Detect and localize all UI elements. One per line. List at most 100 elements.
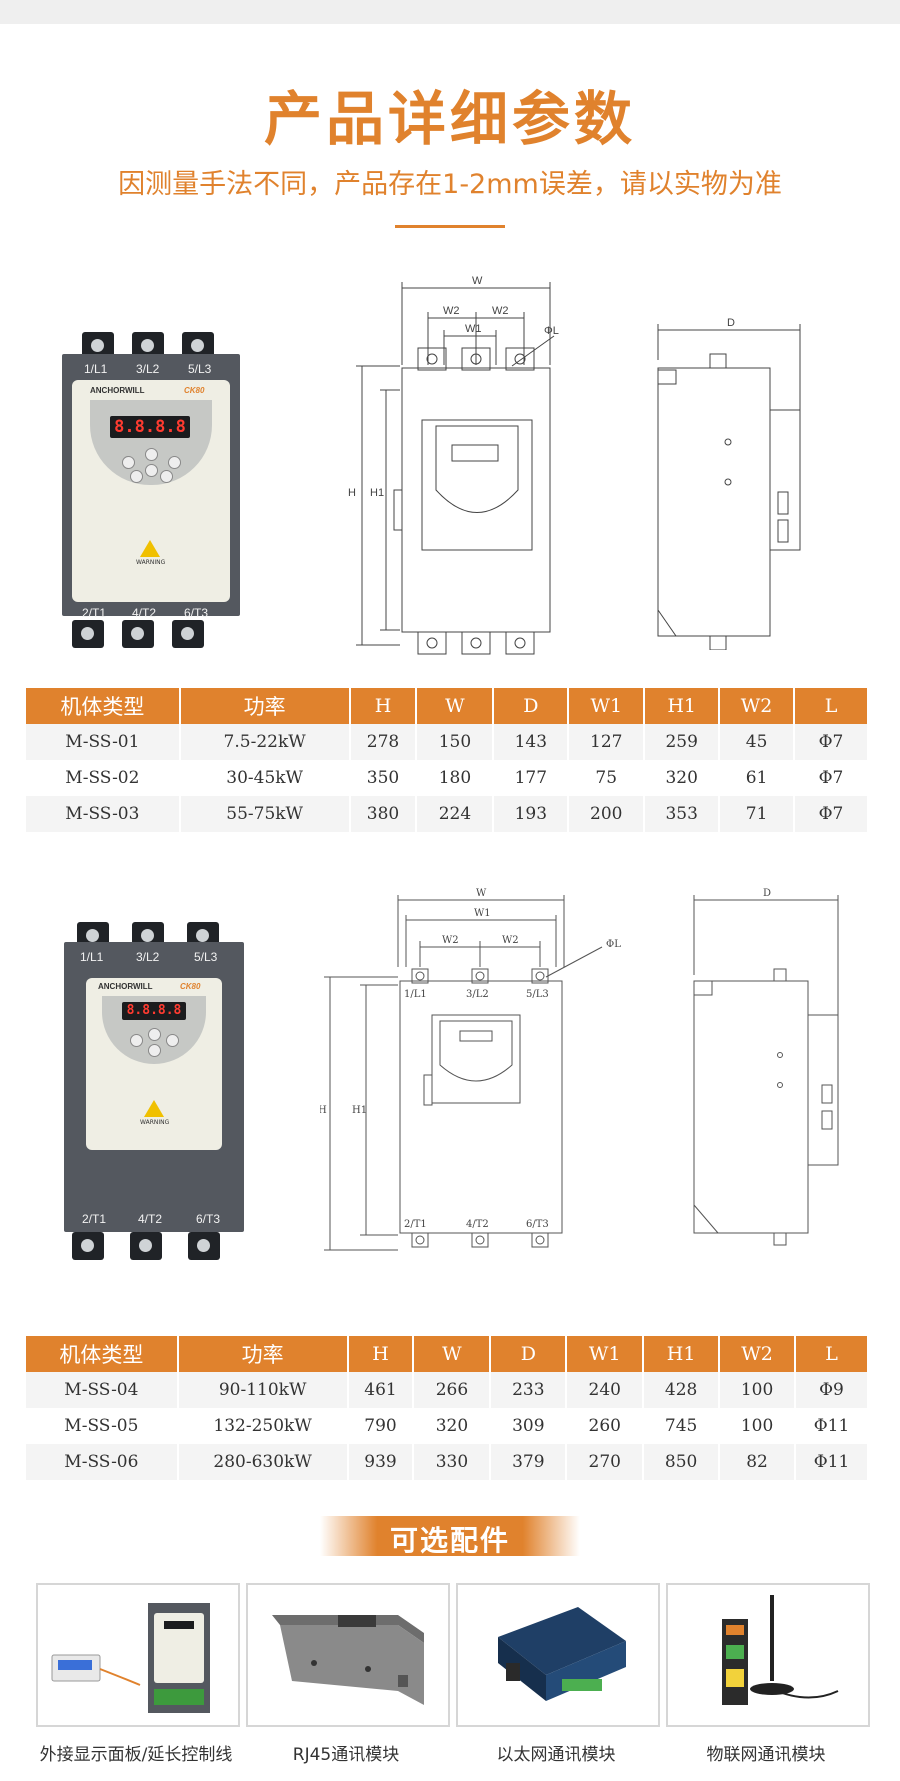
cell-h1: 259 — [644, 724, 721, 760]
title-divider — [395, 225, 505, 228]
cell-w2: 100 — [719, 1408, 796, 1444]
model-name: CK80 — [184, 386, 205, 395]
product-photo-small: 1/L1 3/L2 5/L3 ANCHORWILL CK80 8.8.8.8 W… — [60, 330, 245, 648]
accessory-card-rj45 — [246, 1583, 450, 1727]
side-dimension-drawing: D — [650, 310, 810, 650]
cell-w1: 240 — [566, 1372, 645, 1408]
header-power: 功率 — [179, 688, 351, 724]
cell-w1: 200 — [568, 796, 646, 832]
header-w2: W2 — [719, 1336, 796, 1372]
dim-w2: W2 — [502, 935, 519, 946]
terminal-label: 1/L1 — [84, 362, 108, 376]
mode-key — [122, 456, 135, 469]
cell-h1: 428 — [643, 1372, 721, 1408]
header-model: 机体类型 — [26, 1336, 179, 1372]
dim-d: D — [763, 888, 771, 899]
front-dimension-drawing-large: W W1 W2 W2 ΦL H H1 1/L1 3/L2 5/L3 2/T1 4… — [320, 885, 640, 1265]
terminal-label: 5/L3 — [194, 950, 218, 964]
dim-w1: W1 — [474, 908, 491, 919]
cell-d: 143 — [493, 724, 570, 760]
terminal-block — [188, 1232, 220, 1260]
cell-w2: 82 — [719, 1444, 796, 1480]
cell-w1: 127 — [568, 724, 646, 760]
terminal-label: 5/L3 — [526, 989, 549, 1000]
external-panel-image — [51, 1603, 210, 1713]
accessory-label: 外接显示面板/延长控制线 — [39, 1745, 233, 1765]
model-name: CK80 — [180, 982, 201, 991]
terminal-label: 3/L2 — [136, 950, 160, 964]
run-key — [130, 470, 143, 483]
header-w1: W1 — [568, 688, 646, 724]
terminal-block — [72, 620, 104, 648]
header-h: H — [349, 688, 418, 724]
dim-w2: W2 — [442, 935, 459, 946]
header-w2: W2 — [719, 688, 796, 724]
accessory-card-display-panel — [36, 1583, 240, 1727]
cell-w: 320 — [413, 1408, 492, 1444]
accessory-card-ethernet — [456, 1583, 660, 1727]
up-key — [145, 448, 158, 461]
cell-l: Φ7 — [794, 760, 869, 796]
down-key — [148, 1044, 161, 1057]
terminal-block — [130, 1232, 162, 1260]
terminal-label: 2/T1 — [82, 1212, 107, 1226]
iot-module-image — [722, 1595, 839, 1705]
warning-text: WARNING — [136, 559, 166, 566]
accessory-label: 物联网通讯模块 — [706, 1745, 826, 1765]
terminal-label: 4/T2 — [132, 606, 157, 620]
accessory-label: RJ45通讯模块 — [292, 1745, 400, 1765]
cell-h: 939 — [347, 1444, 415, 1480]
terminal-label: 5/L3 — [188, 362, 212, 376]
terminal-label: 2/T1 — [82, 606, 107, 620]
up-key — [148, 1028, 161, 1041]
cell-d: 309 — [490, 1408, 568, 1444]
dim-d: D — [727, 317, 735, 329]
terminal-label: 2/T1 — [404, 1219, 427, 1230]
dim-h1: H1 — [370, 487, 384, 499]
terminal-label: 1/L1 — [404, 989, 427, 1000]
rj45-module-image — [272, 1615, 424, 1705]
cell-power: 55-75kW — [179, 796, 351, 832]
dim-w2: W2 — [443, 305, 460, 317]
terminal-label: 6/T3 — [526, 1219, 549, 1230]
header-l: L — [794, 688, 869, 724]
cell-h1: 850 — [643, 1444, 721, 1480]
cell-w2: 61 — [719, 760, 796, 796]
brand-logo: ANCHORWILL — [98, 982, 153, 991]
terminal-label: 4/T2 — [138, 1212, 163, 1226]
accessories-title: 可选配件 — [389, 1524, 510, 1557]
cell-l: Φ11 — [795, 1444, 869, 1480]
cell-h: 461 — [347, 1372, 415, 1408]
set-key — [166, 1034, 179, 1047]
page-subtitle: 因测量手法不同，产品存在1-2mm误差，请以实物为准 — [118, 169, 782, 200]
dim-w1: W1 — [465, 323, 482, 335]
header-d: D — [493, 688, 570, 724]
terminal-label: 4/T2 — [466, 1219, 489, 1230]
led-display: 8.8.8.8 — [122, 1002, 186, 1020]
cell-model: M-SS-03 — [26, 796, 181, 832]
product-photo-large: 1/L1 3/L2 5/L3 ANCHORWILL CK80 8.8.8.8 W… — [62, 920, 248, 1260]
cell-l: Φ7 — [794, 796, 869, 832]
dim-w: W — [472, 275, 483, 287]
cell-h: 790 — [347, 1408, 415, 1444]
accessory-label: 以太网通讯模块 — [496, 1745, 616, 1765]
cell-h: 380 — [349, 796, 418, 832]
stop-key — [160, 470, 173, 483]
cell-l: Φ9 — [795, 1372, 869, 1408]
cell-d: 233 — [490, 1372, 568, 1408]
header-power: 功率 — [177, 1336, 349, 1372]
cell-h1: 745 — [643, 1408, 721, 1444]
header-w1: W1 — [566, 1336, 645, 1372]
warning-text: WARNING — [140, 1119, 170, 1126]
mode-key — [130, 1034, 143, 1047]
terminal-block — [72, 1232, 104, 1260]
cell-w: 224 — [416, 796, 495, 832]
cell-w: 180 — [416, 760, 495, 796]
cell-w1: 260 — [566, 1408, 645, 1444]
